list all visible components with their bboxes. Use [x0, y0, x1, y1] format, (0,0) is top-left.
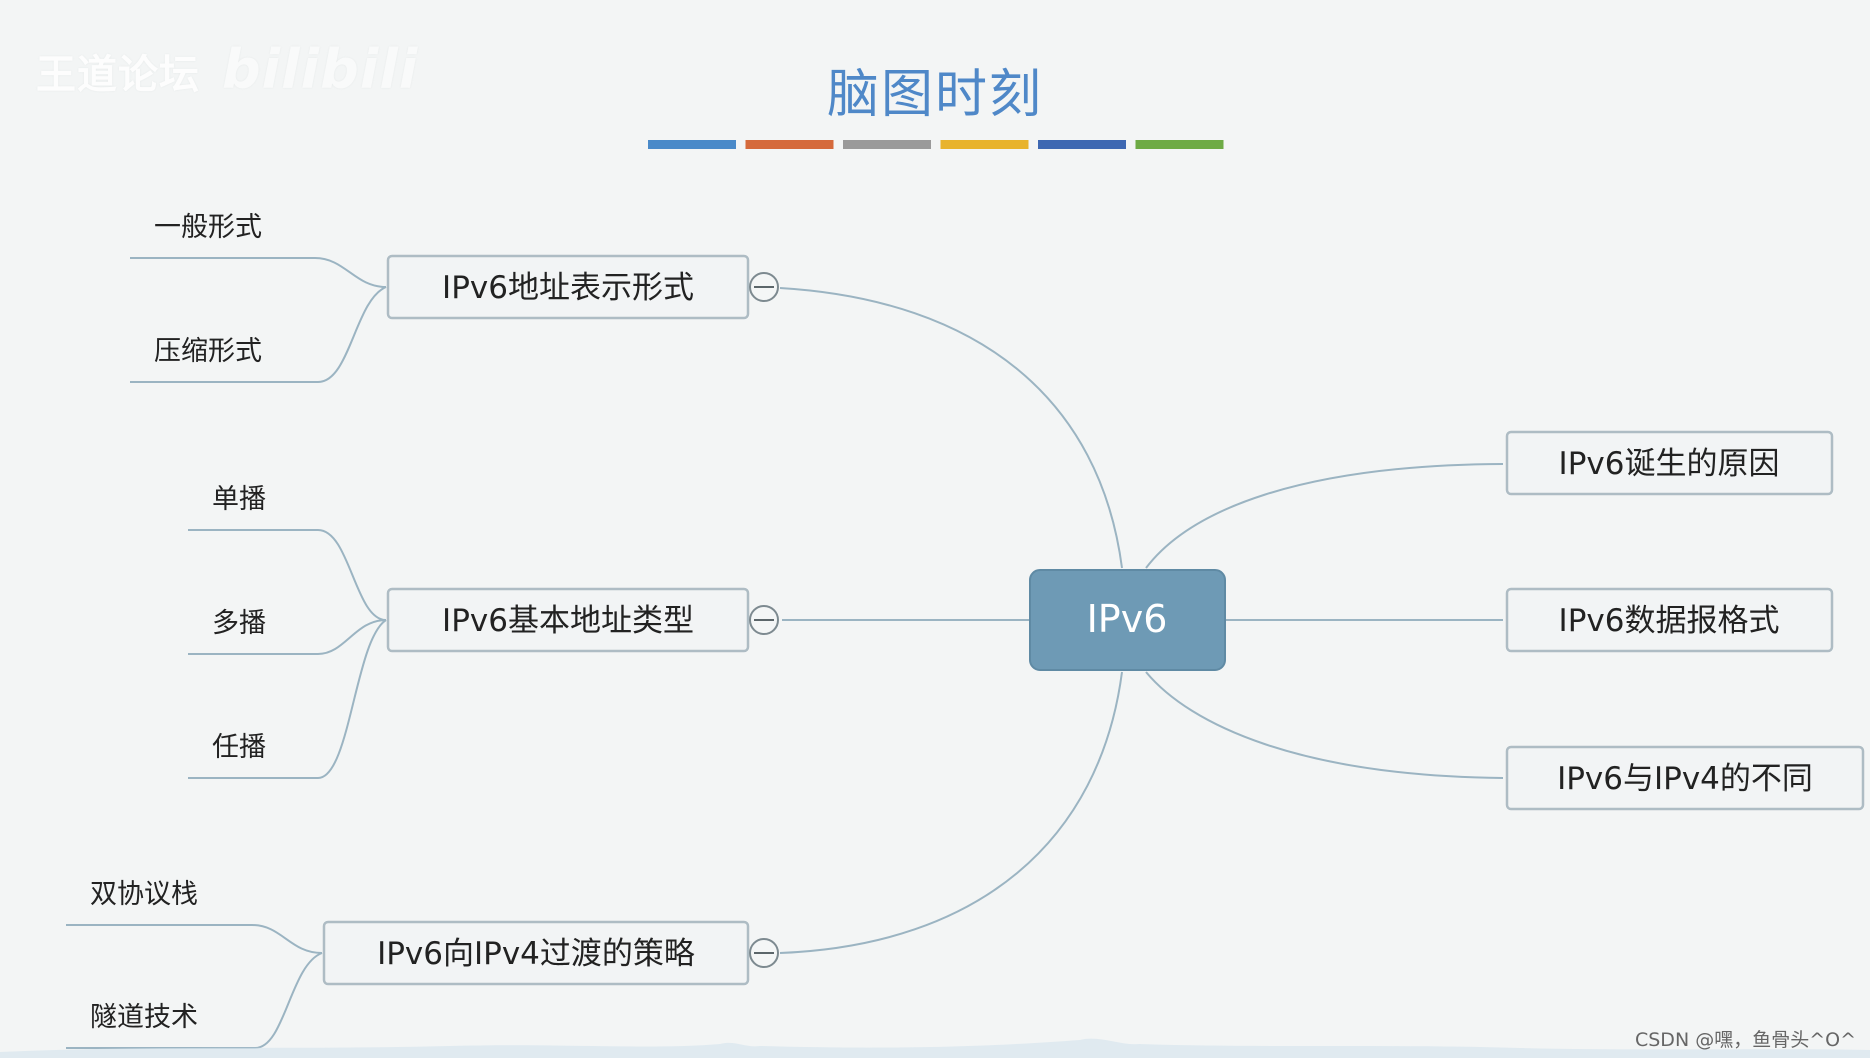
branch-node-transition-strategy[interactable]: IPv6向IPv4过渡的策略: [322, 920, 750, 986]
center-box: [1029, 569, 1226, 671]
branch-box: [1505, 745, 1865, 811]
leaf-general-form[interactable]: 一般形式: [154, 212, 262, 243]
credit-text: CSDN @嘿，鱼骨头^O^: [1634, 1029, 1856, 1051]
branch-box: [322, 920, 750, 986]
branch-node-datagram-format[interactable]: IPv6数据报格式: [1505, 587, 1834, 653]
connector-center-branch-1: [779, 287, 1123, 569]
color-bar-segment: [843, 140, 931, 149]
connector-center-right-1: [1145, 463, 1504, 569]
branch-label: IPv6地址表示形式: [442, 270, 694, 306]
branch-box: [1505, 587, 1834, 653]
branch-label: IPv6向IPv4过渡的策略: [377, 936, 695, 972]
color-bar-segment: [940, 140, 1029, 149]
leaf-unicast[interactable]: 单播: [212, 484, 266, 515]
leaf-dual-stack[interactable]: 双协议栈: [90, 879, 198, 910]
connector-center-right-3: [1145, 671, 1504, 779]
branch-label: IPv6与IPv4的不同: [1557, 761, 1813, 797]
watermark-text: 王道论坛: [36, 52, 200, 98]
leaf-tunneling[interactable]: 隧道技术: [90, 1002, 198, 1033]
bilibili-logo: bilibili: [222, 38, 419, 101]
collapse-toggle-transition-strategy[interactable]: [749, 938, 779, 968]
branch-node-origin-reason[interactable]: IPv6诞生的原因: [1505, 430, 1834, 496]
connector-branch-1-child-1: [130, 257, 387, 288]
leaf-anycast[interactable]: 任播: [212, 732, 266, 763]
connectors: [66, 257, 1504, 1049]
color-bar-segment: [1038, 140, 1126, 149]
leaf-multicast[interactable]: 多播: [212, 608, 266, 639]
connector-center-branch-3: [779, 671, 1123, 954]
branch-box: [386, 254, 750, 320]
decorative-mountains: [0, 1038, 1870, 1058]
branch-node-ipv4-differences[interactable]: IPv6与IPv4的不同: [1505, 745, 1865, 811]
center-label: IPv6: [1087, 597, 1168, 641]
branch-box: [386, 587, 750, 653]
branch-node-address-types[interactable]: IPv6基本地址类型: [386, 587, 750, 653]
branch-node-address-format[interactable]: IPv6地址表示形式: [386, 254, 750, 320]
color-bar-segment: [648, 140, 736, 149]
color-bar: [648, 140, 1224, 149]
connector-branch-2-child-2: [188, 619, 387, 655]
leaf-compressed-form[interactable]: 压缩形式: [154, 336, 262, 367]
page-title: 脑图时刻: [826, 65, 1043, 125]
center-node[interactable]: IPv6: [1029, 569, 1226, 671]
collapse-toggle-address-format[interactable]: [749, 272, 779, 302]
connector-branch-2-child-1: [188, 529, 387, 621]
color-bar-segment: [1135, 140, 1224, 149]
collapse-toggle-address-types[interactable]: [749, 605, 779, 635]
branch-box: [1505, 430, 1834, 496]
connector-branch-1-child-2: [130, 286, 387, 383]
color-bar-segment: [745, 140, 834, 149]
branch-label: IPv6诞生的原因: [1559, 446, 1780, 482]
watermark: 王道论坛 bilibili: [36, 38, 418, 101]
connector-branch-3-child-1: [66, 924, 323, 954]
connector-branch-2-child-3: [188, 619, 387, 779]
branch-label: IPv6数据报格式: [1559, 603, 1780, 639]
connector-branch-3-child-2: [66, 952, 323, 1049]
branch-label: IPv6基本地址类型: [442, 603, 694, 639]
